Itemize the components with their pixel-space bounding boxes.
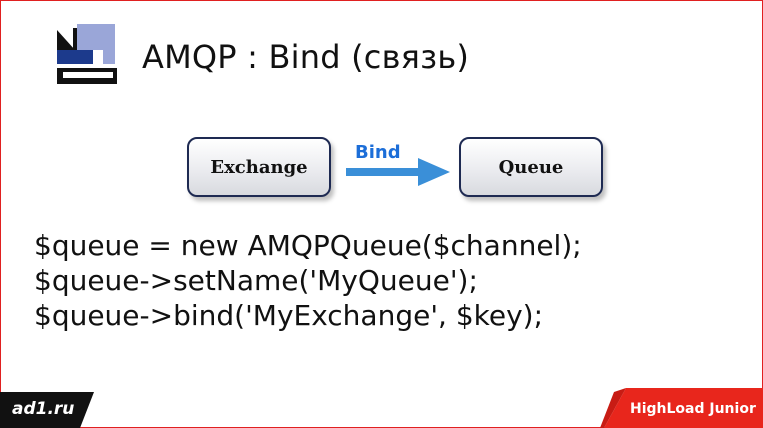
footer-right-shape-icon bbox=[600, 388, 763, 428]
bind-label: Bind bbox=[355, 142, 401, 163]
footer-brand-highload: HighLoad Junior bbox=[600, 388, 763, 428]
exchange-box: Exchange bbox=[187, 137, 331, 197]
code-line: $queue = new AMQPQueue($channel); bbox=[34, 229, 582, 262]
footer-left-shape-icon bbox=[0, 392, 94, 428]
code-line: $queue->setName('MyQueue'); bbox=[34, 264, 478, 297]
code-line: $queue->bind('MyExchange', $key); bbox=[34, 299, 544, 332]
company-logo-icon bbox=[55, 20, 119, 86]
queue-label: Queue bbox=[498, 156, 564, 178]
exchange-label: Exchange bbox=[210, 156, 308, 178]
footer-logo-ad1: ad1.ru bbox=[0, 392, 94, 428]
queue-box: Queue bbox=[459, 137, 603, 197]
page-title: AMQP : Bind (связь) bbox=[142, 38, 470, 76]
footer-right-text: HighLoad Junior bbox=[630, 401, 756, 417]
footer-left-text: ad1.ru bbox=[12, 399, 75, 419]
code-block: $queue = new AMQPQueue($channel); $queue… bbox=[34, 228, 582, 333]
bind-arrow-icon bbox=[346, 158, 450, 186]
